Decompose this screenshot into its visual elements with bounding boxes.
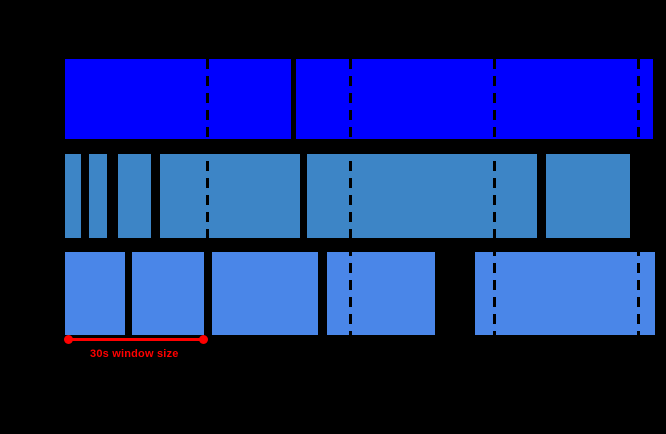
bar-segment-row-3 [65, 252, 125, 335]
bar-segment-row-3 [327, 252, 435, 335]
bar-segment-row-2 [307, 154, 537, 238]
bar-segment-row-2 [546, 154, 630, 238]
window-boundary-line [493, 59, 496, 335]
window-size-arrow-end-dot [199, 335, 208, 344]
bar-segment-row-2 [89, 154, 107, 238]
bar-segment-row-1 [65, 59, 291, 139]
bar-segment-row-3 [212, 252, 318, 335]
bar-segment-row-3 [132, 252, 204, 335]
bar-segment-row-1 [296, 59, 653, 139]
bar-segment-row-2 [118, 154, 151, 238]
bar-segment-row-2 [65, 154, 81, 238]
bar-segment-row-3 [475, 252, 655, 335]
window-boundary-line [349, 59, 352, 335]
window-size-label: 30s window size [90, 348, 179, 360]
window-boundary-line [637, 59, 640, 335]
bar-segment-row-2 [160, 154, 300, 238]
window-size-arrow-start-dot [64, 335, 73, 344]
window-boundary-line [206, 59, 209, 335]
window-size-arrow-line [68, 338, 203, 341]
